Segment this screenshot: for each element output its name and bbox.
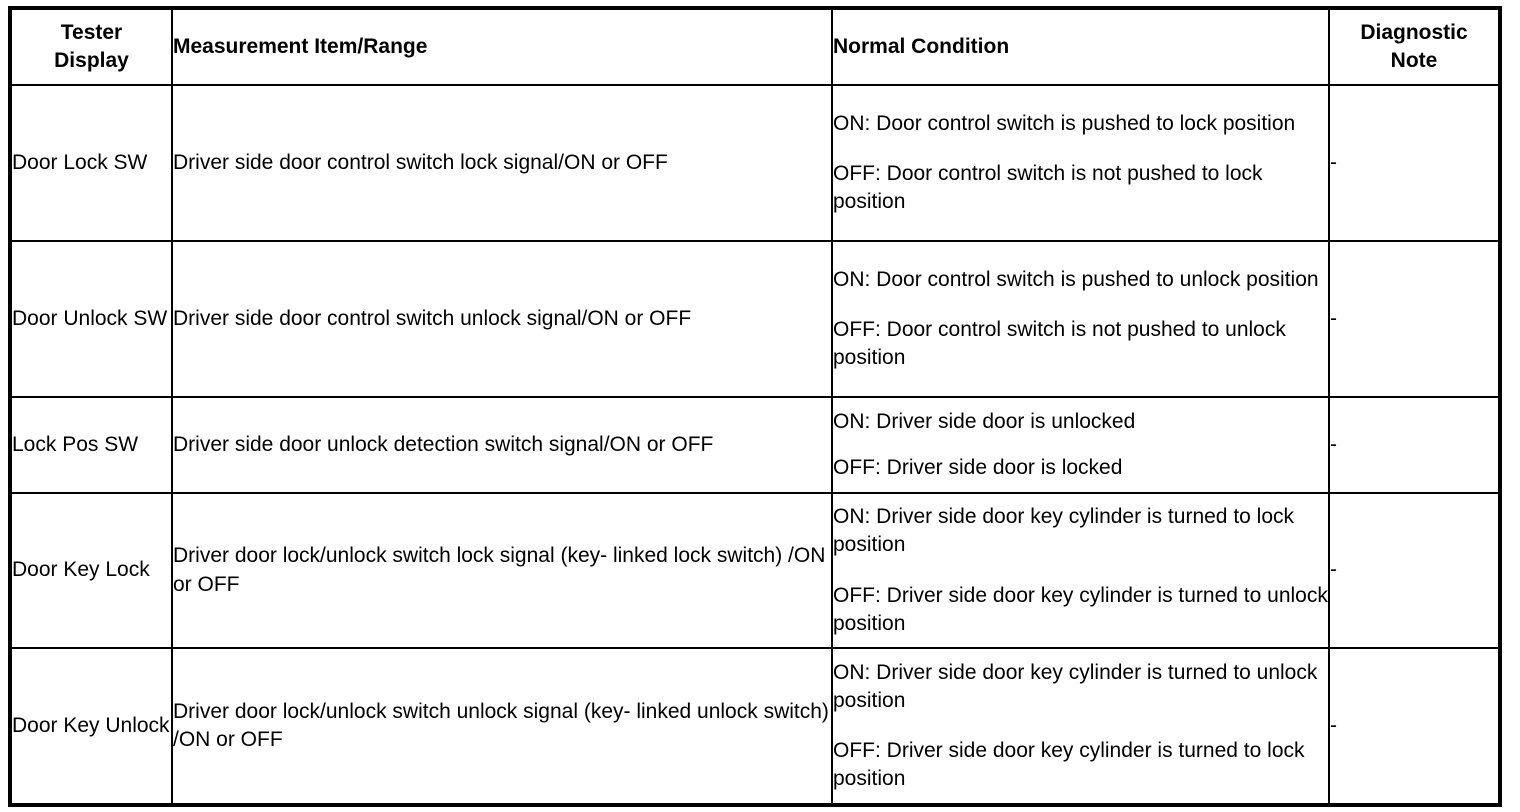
table-row: Door Key Unlock Driver door lock/unlock …	[9, 647, 1501, 806]
column-header-tester-display: Tester Display	[9, 7, 173, 86]
cell-diagnostic-note: -	[1328, 240, 1501, 398]
table-row: Door Key Lock Driver door lock/unlock sw…	[9, 492, 1501, 649]
cell-diagnostic-note: -	[1328, 396, 1501, 494]
column-header-diagnostic-note-line2: Note	[1390, 49, 1438, 72]
column-header-normal-condition: Normal Condition	[831, 7, 1330, 86]
table-body: Door Lock SW Driver side door control sw…	[9, 84, 1501, 806]
table-row: Door Lock SW Driver side door control sw…	[9, 84, 1501, 242]
table-header: Tester Display Measurement Item/Range No…	[9, 7, 1501, 86]
table-row: Lock Pos SW Driver side door unlock dete…	[9, 396, 1501, 494]
condition-off-text: OFF: Driver side door key cylinder is tu…	[833, 739, 1305, 791]
cell-measurement: Driver side door control switch unlock s…	[171, 240, 833, 398]
column-header-tester-display-line2: Display	[54, 49, 129, 72]
condition-off-text: OFF: Door control switch is not pushed t…	[833, 161, 1263, 214]
cell-tester-display: Door Unlock SW	[9, 240, 173, 398]
cell-tester-display: Door Key Unlock	[9, 647, 173, 806]
cell-measurement: Driver side door unlock detection switch…	[171, 396, 833, 494]
cell-tester-display: Door Lock SW	[9, 84, 173, 242]
cell-diagnostic-note: -	[1328, 84, 1501, 242]
diagnostic-spec-table: Tester Display Measurement Item/Range No…	[8, 6, 1502, 807]
cell-normal-condition: ON: Door control switch is pushed to unl…	[831, 240, 1330, 398]
cell-diagnostic-note: -	[1328, 492, 1501, 649]
condition-on-text: ON: Driver side door is unlocked	[833, 409, 1136, 433]
condition-on-text: ON: Driver side door key cylinder is tur…	[833, 505, 1295, 557]
column-header-tester-display-line1: Tester	[60, 20, 123, 44]
condition-off-text: OFF: Door control switch is not pushed t…	[833, 317, 1286, 370]
condition-off-text: OFF: Driver side door key cylinder is tu…	[833, 583, 1328, 635]
condition-on-text: ON: Door control switch is pushed to loc…	[833, 111, 1296, 135]
cell-normal-condition: ON: Driver side door key cylinder is tur…	[831, 647, 1330, 806]
column-header-measurement: Measurement Item/Range	[171, 7, 833, 86]
column-header-diagnostic-note-line1: Diagnostic	[1360, 20, 1468, 44]
cell-diagnostic-note: -	[1328, 647, 1501, 806]
table-wrapper: Tester Display Measurement Item/Range No…	[8, 6, 1502, 807]
cell-tester-display: Door Key Lock	[9, 492, 173, 649]
cell-normal-condition: ON: Driver side door is unlocked OFF: Dr…	[831, 396, 1330, 494]
table-row: Door Unlock SW Driver side door control …	[9, 240, 1501, 398]
cell-measurement: Driver door lock/unlock switch lock sign…	[171, 492, 833, 649]
condition-off-text: OFF: Driver side door is locked	[833, 456, 1123, 479]
cell-tester-display: Lock Pos SW	[9, 396, 173, 494]
cell-normal-condition: ON: Door control switch is pushed to loc…	[831, 84, 1330, 242]
cell-measurement: Driver side door control switch lock sig…	[171, 84, 833, 242]
table-header-row: Tester Display Measurement Item/Range No…	[9, 7, 1501, 86]
column-header-diagnostic-note: Diagnostic Note	[1328, 7, 1501, 86]
cell-measurement: Driver door lock/unlock switch unlock si…	[171, 647, 833, 806]
cell-normal-condition: ON: Driver side door key cylinder is tur…	[831, 492, 1330, 649]
condition-on-text: ON: Driver side door key cylinder is tur…	[833, 660, 1318, 712]
condition-on-text: ON: Door control switch is pushed to unl…	[833, 267, 1319, 291]
